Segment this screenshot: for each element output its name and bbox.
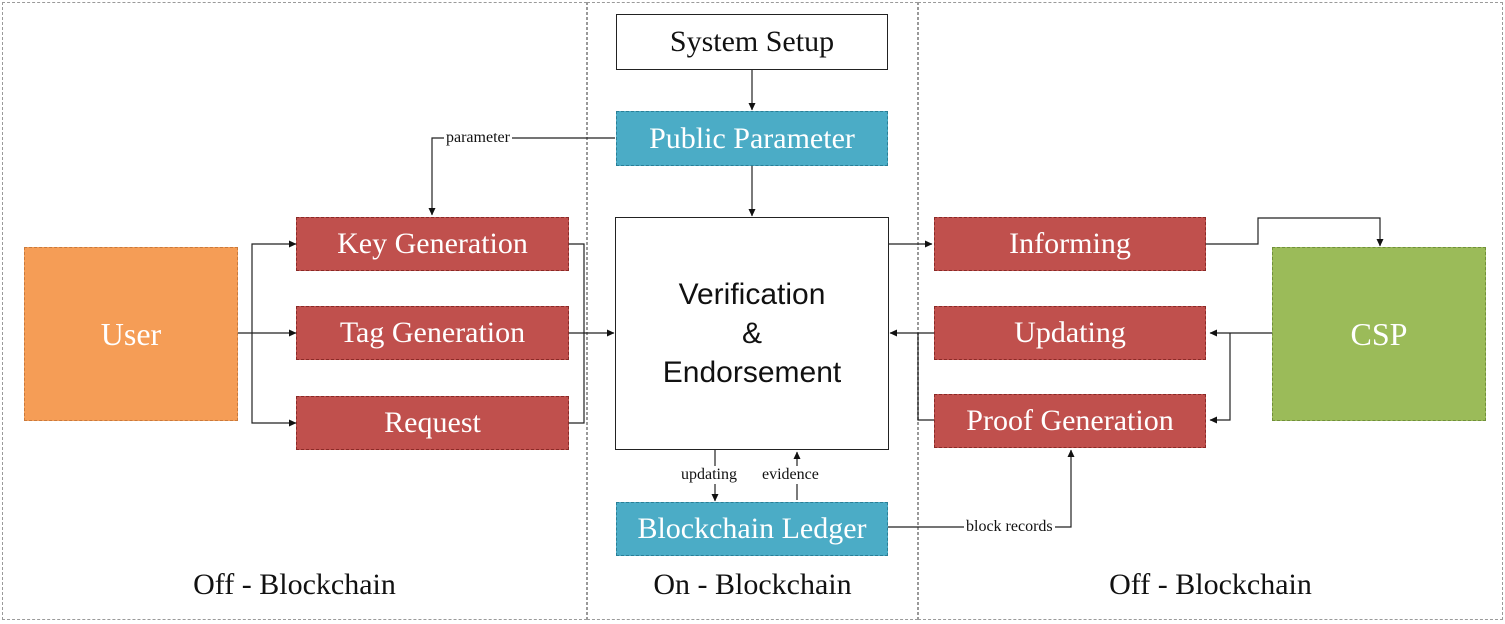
edge-label-updating: updating xyxy=(679,466,739,484)
edge-user-to-request xyxy=(251,333,297,427)
edge-csp-to-proof xyxy=(1209,333,1231,424)
node-request: Request xyxy=(296,396,569,450)
node-informing-label: Informing xyxy=(1009,227,1131,260)
node-verification-line3: Endorsement xyxy=(662,356,842,389)
node-key-generation: Key Generation xyxy=(296,217,569,271)
edge-label-block-records: block records xyxy=(964,518,1055,536)
edge-request-to-verif xyxy=(569,333,585,424)
node-blockchain-ledger-label: Blockchain Ledger xyxy=(637,512,867,545)
node-blockchain-ledger: Blockchain Ledger xyxy=(616,502,888,556)
edge-proof-to-verif xyxy=(917,333,934,421)
node-proof-generation-label: Proof Generation xyxy=(966,404,1174,437)
node-request-label: Request xyxy=(384,406,481,439)
node-key-generation-label: Key Generation xyxy=(337,227,528,260)
node-public-parameter: Public Parameter xyxy=(616,111,888,166)
region-label-left: Off - Blockchain xyxy=(193,568,396,601)
node-user: User xyxy=(24,247,238,421)
node-csp: CSP xyxy=(1272,247,1486,421)
edge-ledger-to-proof xyxy=(888,449,1075,528)
node-updating-label: Updating xyxy=(1014,316,1126,349)
node-csp-label: CSP xyxy=(1350,315,1408,352)
region-left xyxy=(2,2,587,620)
edge-user-to-keygen xyxy=(238,240,297,334)
node-proof-generation: Proof Generation xyxy=(934,394,1206,448)
region-center xyxy=(587,2,918,620)
node-system-setup-label: System Setup xyxy=(669,25,835,58)
node-public-parameter-label: Public Parameter xyxy=(649,121,855,155)
edge-label-parameter: parameter xyxy=(444,129,512,147)
region-right xyxy=(918,2,1503,620)
region-label-right: Off - Blockchain xyxy=(1109,568,1312,601)
node-tag-generation-label: Tag Generation xyxy=(339,316,526,349)
node-tag-generation: Tag Generation xyxy=(296,306,569,360)
edge-param-to-keygen xyxy=(428,137,615,216)
node-verification-line1: Verification xyxy=(678,278,826,311)
node-updating: Updating xyxy=(934,306,1206,360)
region-label-center: On - Blockchain xyxy=(653,568,852,601)
node-verification-endorsement: Verification & Endorsement xyxy=(615,217,889,450)
edge-label-evidence: evidence xyxy=(760,466,821,484)
node-system-setup: System Setup xyxy=(616,14,888,70)
node-user-label: User xyxy=(100,315,162,352)
node-verification-line2: & xyxy=(741,317,762,350)
edge-informing-to-csp xyxy=(1206,217,1384,247)
edge-keygen-to-verif xyxy=(569,243,585,333)
node-informing: Informing xyxy=(934,217,1206,271)
